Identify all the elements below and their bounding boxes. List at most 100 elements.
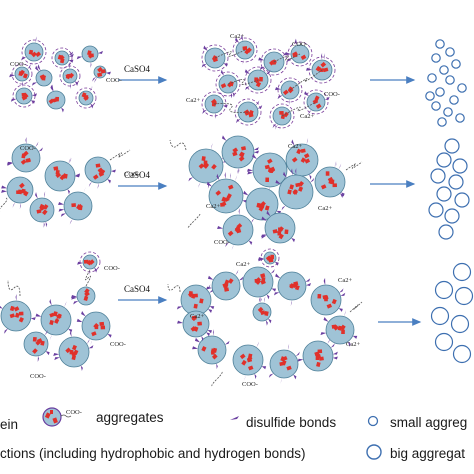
protein-particle xyxy=(314,160,346,198)
aggregate-particle xyxy=(454,286,474,306)
protein-particle xyxy=(320,309,358,347)
protein-particle xyxy=(29,191,55,228)
protein-particle xyxy=(243,187,281,224)
peptide-chain xyxy=(227,79,259,85)
protein-particle xyxy=(84,156,116,189)
protein-particle xyxy=(71,286,96,306)
carboxylate-label: COO- xyxy=(106,77,122,84)
protein-particle xyxy=(273,271,311,306)
carboxylate-label: COO- xyxy=(324,91,340,98)
aggregate-particle xyxy=(452,344,472,364)
legend: ein COO- aggregates disulfide bonds smal… xyxy=(0,407,467,461)
protein-particle xyxy=(306,53,336,84)
protein-particle xyxy=(44,157,80,195)
small-aggregate-cluster xyxy=(425,39,467,127)
protein-particle xyxy=(260,210,296,244)
svg-text:COO-: COO- xyxy=(66,409,82,416)
carboxylate-label: COO- xyxy=(104,265,120,272)
peptide-chain xyxy=(349,301,363,313)
peptide-chain xyxy=(214,49,246,59)
ion-labels: Ca2+ COO- Ca2+ Ca2+ COO- COO- COO- Ca2+ Ca2+ Ca2+… xyxy=(10,33,360,388)
protein-particles xyxy=(0,34,358,384)
legend-small-aggregate-icon xyxy=(367,415,379,427)
aggregate-particle xyxy=(450,314,470,334)
carboxylate-label: COO- xyxy=(110,341,126,348)
legend-aggregate-icon: COO- xyxy=(42,407,82,427)
aggregate-particle xyxy=(457,83,467,93)
aggregate-particle xyxy=(448,174,464,190)
aggregate-particle xyxy=(455,113,465,123)
protein-particle xyxy=(252,296,272,326)
protein-particle xyxy=(232,341,267,381)
legend-disulfide-label: disulfide bonds xyxy=(246,415,336,430)
aggregate-particle xyxy=(425,91,435,101)
aggregate-particle xyxy=(427,73,437,83)
aggregate-particle xyxy=(452,262,472,282)
aggregate-particle xyxy=(435,39,445,49)
protein-particle xyxy=(234,98,263,126)
caso4-label: CaSO4 xyxy=(124,170,151,180)
caso4-label: CaSO4 xyxy=(124,64,151,74)
aggregate-particle xyxy=(434,332,454,352)
legend-big-aggregates-label: big aggregat xyxy=(390,446,465,461)
aggregate-particle xyxy=(443,107,453,117)
aggregate-particle xyxy=(444,208,460,224)
protein-particle xyxy=(310,278,346,316)
protein-particle xyxy=(275,77,303,105)
carboxylate-label: COO- xyxy=(20,145,36,152)
protein-particle xyxy=(59,62,81,89)
aggregate-particle xyxy=(445,75,455,85)
calcium-ion-label: Ca2+ xyxy=(186,97,200,104)
protein-particle xyxy=(206,172,248,214)
protein-particle xyxy=(6,137,43,173)
aggregate-particle xyxy=(439,65,449,75)
carboxylate-label: COO- xyxy=(214,239,230,246)
carboxylate-label: COO- xyxy=(124,171,140,178)
row-1-caso4-arrow: CaSO4 xyxy=(118,64,168,84)
protein-particle xyxy=(297,338,338,372)
carboxylate-label: COO- xyxy=(10,61,26,68)
big-aggregate-cluster xyxy=(428,138,470,240)
legend-big-aggregate-icon xyxy=(366,444,382,460)
calcium-ion-label: Ca2+ xyxy=(318,205,332,212)
protein-particle xyxy=(23,329,50,362)
calcium-ion-label: Ca2+ xyxy=(338,277,352,284)
row-2-caso4-arrow: CaSO4 xyxy=(118,170,168,190)
protein-particle xyxy=(92,65,111,83)
molecular-chains xyxy=(0,49,363,387)
protein-particle xyxy=(258,248,280,268)
aggregate-particle xyxy=(449,95,459,105)
protein-particle xyxy=(58,186,93,225)
legend-disulfide-icon xyxy=(230,416,239,420)
peptide-chain xyxy=(213,103,249,113)
aggregate-particle xyxy=(444,138,460,154)
peptide-chain xyxy=(281,101,317,117)
calcium-ion-label: Ca2+ xyxy=(288,143,302,150)
protein-particle xyxy=(275,168,315,211)
protein-particle xyxy=(1,176,34,209)
calcium-ion-label: Ca2+ xyxy=(300,113,314,120)
protein-particle xyxy=(232,34,258,65)
protein-particle xyxy=(75,85,97,109)
protein-particle xyxy=(9,63,33,87)
aggregate-particle xyxy=(445,47,455,57)
peptide-chain xyxy=(167,283,181,293)
aggregate-particle xyxy=(430,306,450,326)
peptide-chain xyxy=(211,371,223,387)
calcium-ion-label: Ca2+ xyxy=(190,313,204,320)
protein-particle xyxy=(215,69,241,99)
legend-interactions-label: ctions (including hydrophobic and hydrog… xyxy=(0,446,305,461)
protein-particle xyxy=(177,310,212,342)
protein-particle xyxy=(46,84,66,113)
protein-particle xyxy=(201,91,228,119)
protein-particle xyxy=(53,330,94,371)
aggregate-particle xyxy=(437,117,447,127)
aggregate-particle xyxy=(431,101,441,111)
peptide-chain xyxy=(345,161,363,171)
protein-particle xyxy=(247,152,289,193)
aggregate-particle xyxy=(434,280,454,300)
protein-particle xyxy=(285,137,319,182)
aggregate-particle xyxy=(438,224,454,240)
legend-protein-label: ein xyxy=(0,417,18,432)
